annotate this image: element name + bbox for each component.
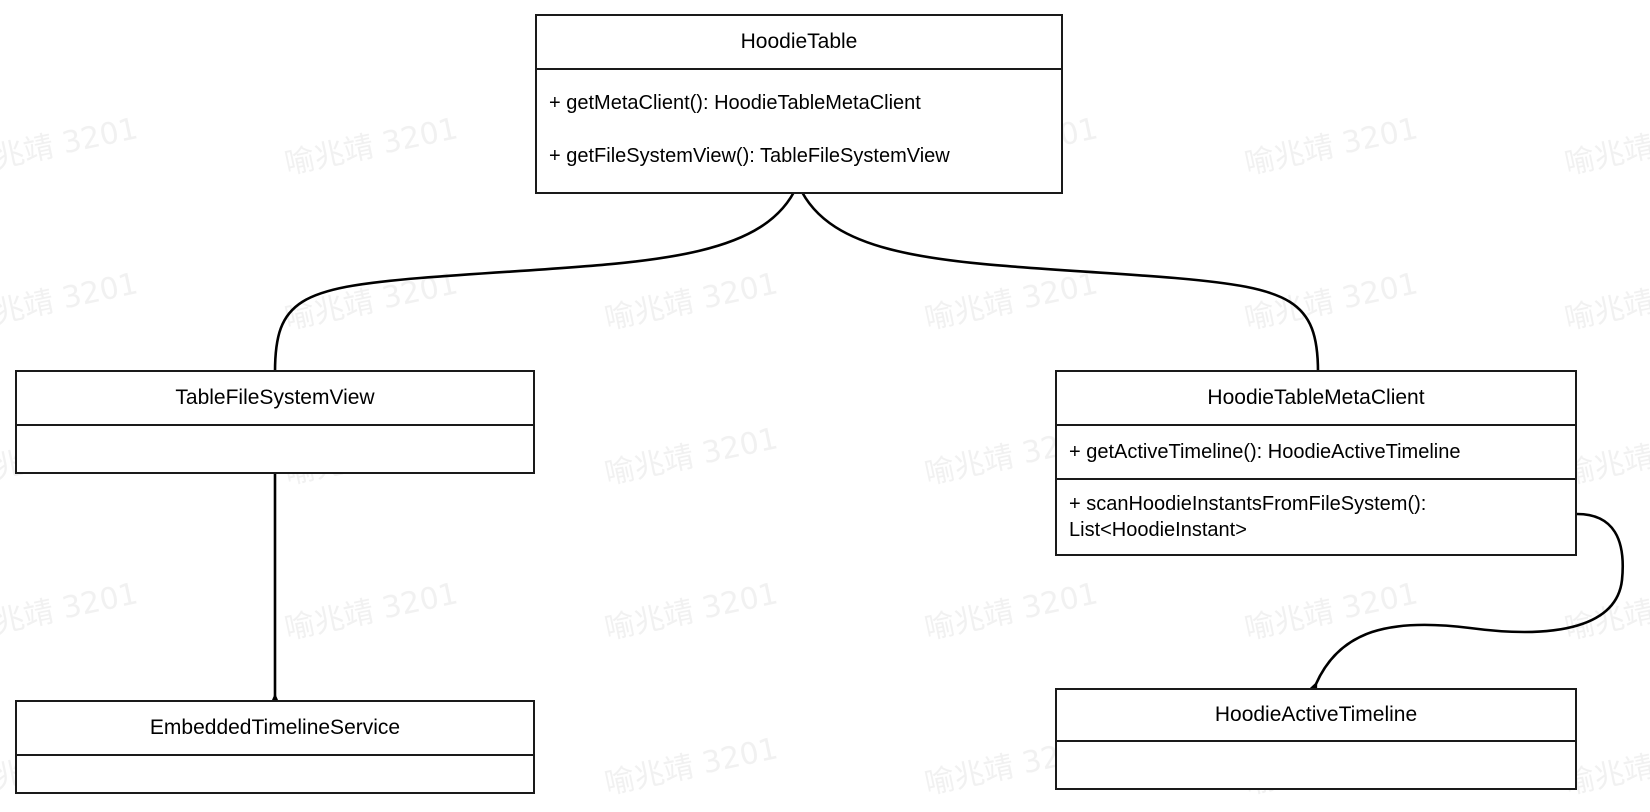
class-member: + scanHoodieInstantsFromFileSystem(): Li… [1069, 493, 1427, 541]
class-member: + getActiveTimeline(): HoodieActiveTimel… [1069, 441, 1461, 463]
class-name-hoodie-active-timeline: HoodieActiveTimeline [1214, 703, 1418, 727]
watermark-text: 喻兆靖 3201 [601, 731, 781, 803]
class-box-hoodie-table[interactable]: HoodieTable + getMetaClient(): HoodieTab… [535, 14, 1063, 194]
class-name-hoodie-table: HoodieTable [740, 30, 858, 54]
watermark-text: 喻兆靖 3201 [601, 576, 781, 648]
class-box-embedded-timeline-service[interactable]: EmbeddedTimelineService [15, 700, 535, 794]
class-members-embedded-timeline-service [17, 754, 533, 798]
class-name-table-file-system-view: TableFileSystemView [175, 386, 375, 410]
class-name-embedded-timeline-service: EmbeddedTimelineService [149, 716, 401, 740]
watermark-text: 喻兆靖 3201 [921, 576, 1101, 648]
watermark-text: 喻兆靖 3201 [1241, 111, 1421, 183]
class-members-hoodie-table: + getMetaClient(): HoodieTableMetaClient… [537, 68, 1061, 192]
watermark-text: 喻兆靖 3201 [1241, 266, 1421, 338]
edge-hoodietablemetaclient-to-hoodietable [788, 173, 1320, 373]
class-members-hoodie-table-meta-client-row1: + getActiveTimeline(): HoodieActiveTimel… [1057, 424, 1575, 478]
watermark-text: 喻兆靖 3201 [1561, 576, 1650, 648]
watermark-text: 喻兆靖 3201 [601, 266, 781, 338]
class-member: + getFileSystemView(): TableFileSystemVi… [549, 144, 950, 167]
watermark-text: 喻兆靖 3201 [0, 576, 141, 648]
edge-tablefilesystemview-to-hoodietable [273, 173, 808, 373]
watermark-text: 喻兆靖 3201 [0, 266, 141, 338]
watermark-text: 喻兆靖 3201 [1241, 576, 1421, 648]
class-box-table-file-system-view[interactable]: TableFileSystemView [15, 370, 535, 474]
watermark-text: 喻兆靖 3201 [1561, 111, 1650, 183]
watermark-text: 喻兆靖 3201 [281, 266, 461, 338]
watermark-text: 喻兆靖 3201 [921, 266, 1101, 338]
watermark-text: 喻兆靖 3201 [0, 111, 141, 183]
class-box-hoodie-table-meta-client[interactable]: HoodieTableMetaClient + getActiveTimelin… [1055, 370, 1577, 556]
watermark-text: 喻兆靖 3201 [281, 576, 461, 648]
class-members-hoodie-active-timeline [1057, 740, 1575, 788]
class-member: + getMetaClient(): HoodieTableMetaClient [549, 91, 921, 114]
class-name-hoodie-table-meta-client: HoodieTableMetaClient [1207, 386, 1425, 410]
class-members-hoodie-table-meta-client-row2: + scanHoodieInstantsFromFileSystem(): Li… [1057, 478, 1575, 554]
class-members-table-file-system-view [17, 424, 533, 472]
class-box-hoodie-active-timeline[interactable]: HoodieActiveTimeline [1055, 688, 1577, 790]
watermark-text: 喻兆靖 3201 [601, 421, 781, 493]
watermark-text: 喻兆靖 3201 [281, 111, 461, 183]
watermark-text: 喻兆靖 3201 [1561, 266, 1650, 338]
